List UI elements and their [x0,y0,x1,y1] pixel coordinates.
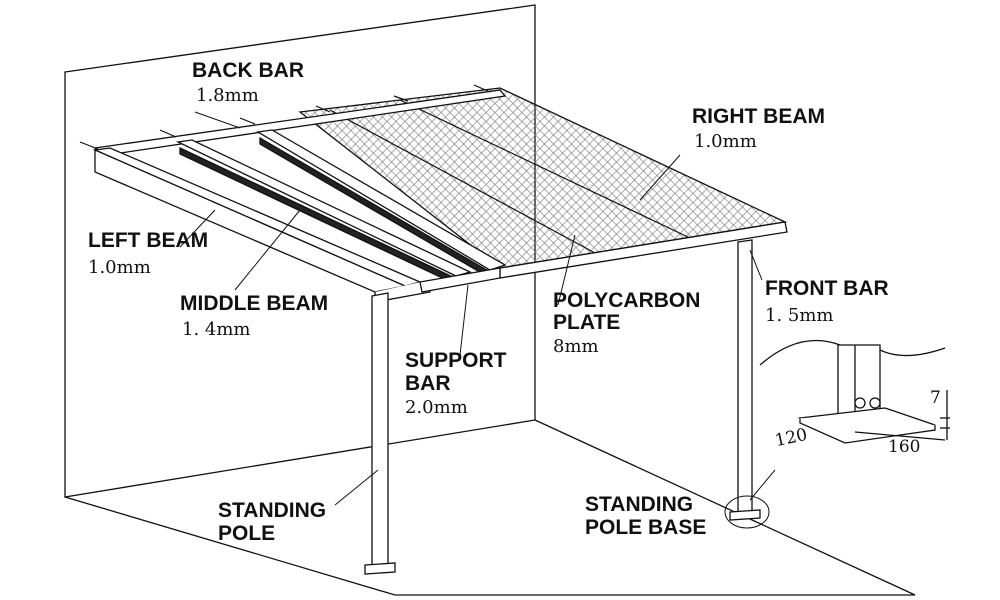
support-bar-label-line2: BAR [405,372,451,395]
back-bar-spec: 1.8mm [196,85,259,106]
room-outline [64,4,916,596]
floor-outline [64,419,916,596]
support-bar-label-line1: SUPPORT [405,349,507,372]
right-beam-spec: 1.0mm [694,131,757,152]
polycarbon-plate-label-line2: PLATE [553,311,621,334]
front-bar-spec: 1. 5mm [765,305,834,326]
middle-beam-spec: 1. 4mm [182,319,251,340]
standing-pole-label-line1: STANDING [218,499,327,522]
standing-pole-base-label-line2: POLE BASE [585,516,707,539]
right-beam-label: RIGHT BEAM [692,105,825,128]
polycarbon-plate-shape [298,87,788,269]
base-length-dimension: 160 [888,437,921,457]
back-bar-label: BACK BAR [192,59,304,82]
leader-lines [179,111,776,506]
polycarbon-plate-label-line1: POLYCARBON [553,289,701,312]
left-pole [371,292,389,568]
standing-pole-label-line2: POLE [218,522,276,545]
pole-base-detail [759,339,950,444]
middle-beam-label: MIDDLE BEAM [180,292,329,315]
bolts [79,84,491,150]
standing-poles [364,239,761,575]
left-beam-spec: 1.0mm [88,257,151,278]
support-bar-spec: 2.0mm [405,397,468,418]
base-thickness-dimension: 7 [930,388,941,408]
pole-base-circle [724,495,770,529]
middle-beam-shape [175,139,472,286]
right-beam-shape [419,221,788,293]
polycarbon-plate-spec: 8mm [553,336,599,357]
left-beam-label: LEFT BEAM [88,229,209,252]
standing-pole-base-label-line1: STANDING [585,493,694,516]
right-pole [737,239,753,515]
front-bar-label: FRONT BAR [765,277,889,300]
